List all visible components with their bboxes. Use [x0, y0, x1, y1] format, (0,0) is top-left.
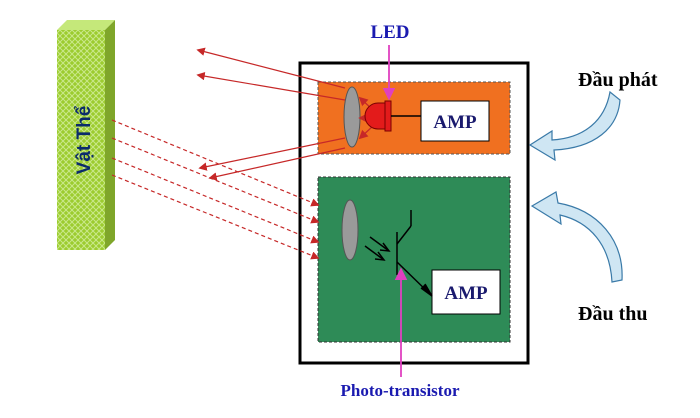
led-base	[384, 100, 392, 132]
photo-label: Photo-transistor	[341, 381, 460, 400]
amp-bottom-box	[431, 269, 501, 315]
emitted-beams	[196, 47, 346, 181]
amp-top-label: AMP	[433, 112, 477, 133]
receiver-lens-icon	[341, 199, 359, 261]
amp-bottom-label: AMP	[444, 283, 488, 304]
phototransistor-icon	[364, 210, 433, 297]
reflected-beams	[111, 119, 320, 260]
emitter-label: Đầu phát	[578, 69, 658, 91]
object-block	[57, 20, 115, 250]
object-label: Vật Thể	[74, 105, 95, 174]
emitter-curved-arrow-icon	[528, 90, 621, 162]
receiver-label: Đầu thu	[578, 303, 647, 325]
led-label: LED	[370, 22, 409, 43]
receiver-curved-arrow-icon	[530, 191, 623, 283]
amp-top-box	[420, 100, 490, 142]
led-icon	[364, 102, 386, 130]
emitter-lens-icon	[343, 86, 361, 148]
